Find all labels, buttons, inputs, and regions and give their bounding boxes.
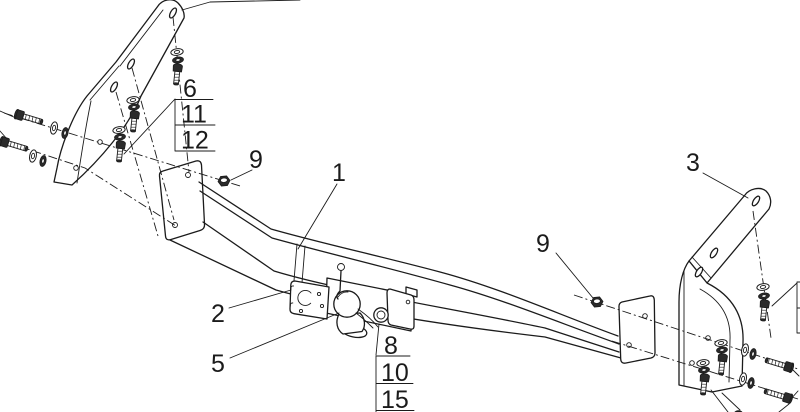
callout-right-bracket: 3 <box>686 149 700 177</box>
callout-bottom-right-partial: 6 <box>731 406 745 412</box>
callout-left-group-row2: 11 <box>181 101 207 129</box>
callout-box-center <box>375 355 415 412</box>
callout-ball-group-row3: 15 <box>381 386 409 412</box>
ball-mount-assembly <box>289 263 418 339</box>
nut-left <box>217 175 231 187</box>
locking-pin <box>336 263 345 300</box>
callout-box-left <box>174 99 216 152</box>
tow-ball <box>333 290 379 339</box>
callout-left-group-row3: 12 <box>181 127 209 155</box>
callout-nut-left: 9 <box>249 146 263 174</box>
crossbar <box>158 160 656 364</box>
socket-plate <box>289 280 330 320</box>
callout-tow-ball: 5 <box>211 350 225 378</box>
callout-crossbar: 1 <box>332 159 346 187</box>
callout-ball-group-row1: 8 <box>384 332 398 360</box>
ball-bolt-head <box>373 307 389 323</box>
callout-left-group-row1: 6 <box>183 75 197 103</box>
ball-end-cap <box>373 286 418 330</box>
right-side-bolts <box>737 342 796 405</box>
callout-nut-right: 9 <box>536 230 550 258</box>
callout-socket-plate: 2 <box>211 300 225 328</box>
nut-right <box>590 296 604 308</box>
callout-ball-group-row2: 10 <box>381 359 409 387</box>
